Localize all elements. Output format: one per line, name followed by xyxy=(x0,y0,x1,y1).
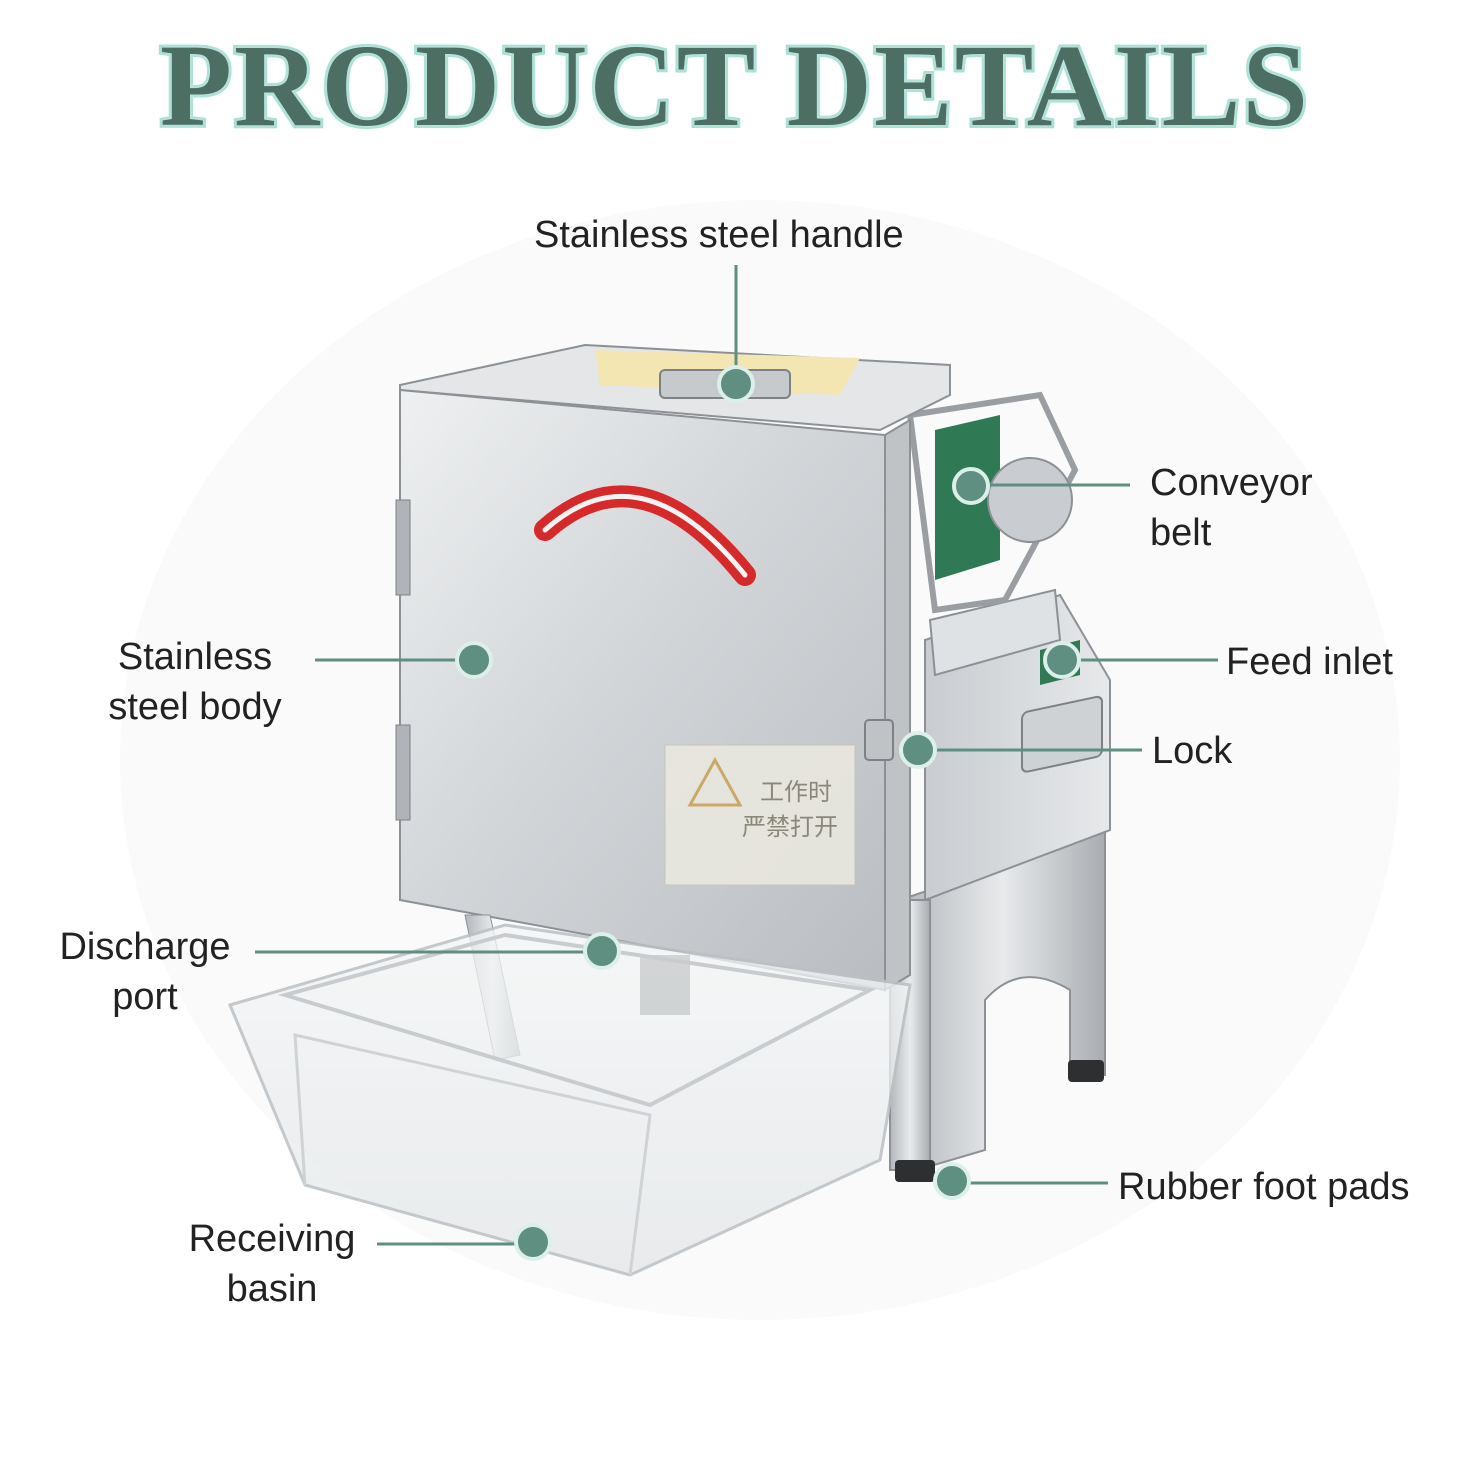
label-lock: Lock xyxy=(1152,730,1233,772)
label-feed-inlet: Feed inlet xyxy=(1226,641,1393,683)
warning-sticker-line1: 工作时 xyxy=(760,778,832,806)
callout-dots xyxy=(455,365,1081,1261)
callout-dot-foot xyxy=(933,1162,971,1200)
callout-lines xyxy=(255,265,1218,1246)
callout-dot-body xyxy=(455,641,493,679)
label-discharge-port: Discharge port xyxy=(59,926,231,1018)
callout-dot-feed xyxy=(1043,641,1081,679)
support-frame xyxy=(889,828,1106,1182)
label-rubber-foot-pads: Rubber foot pads xyxy=(1118,1166,1410,1208)
label-receiving-basin: Receiving basin xyxy=(188,1218,356,1310)
label-stainless-steel-body: Stainless steel body xyxy=(108,636,282,728)
warning-sticker-line2: 严禁打开 xyxy=(742,813,838,841)
callout-dot-lock xyxy=(899,731,937,769)
callout-dot-handle xyxy=(717,365,755,403)
receiving-basin xyxy=(227,923,912,1277)
label-stainless-steel-handle: Stainless steel handle xyxy=(534,214,904,256)
page-title: PRODUCT DETAILS xyxy=(157,17,1311,154)
label-conveyor-belt: Conveyor belt xyxy=(1150,462,1313,554)
callout-dot-discharge xyxy=(583,932,621,970)
callout-dot-basin xyxy=(514,1223,552,1261)
callout-dot-conveyor xyxy=(952,467,990,505)
